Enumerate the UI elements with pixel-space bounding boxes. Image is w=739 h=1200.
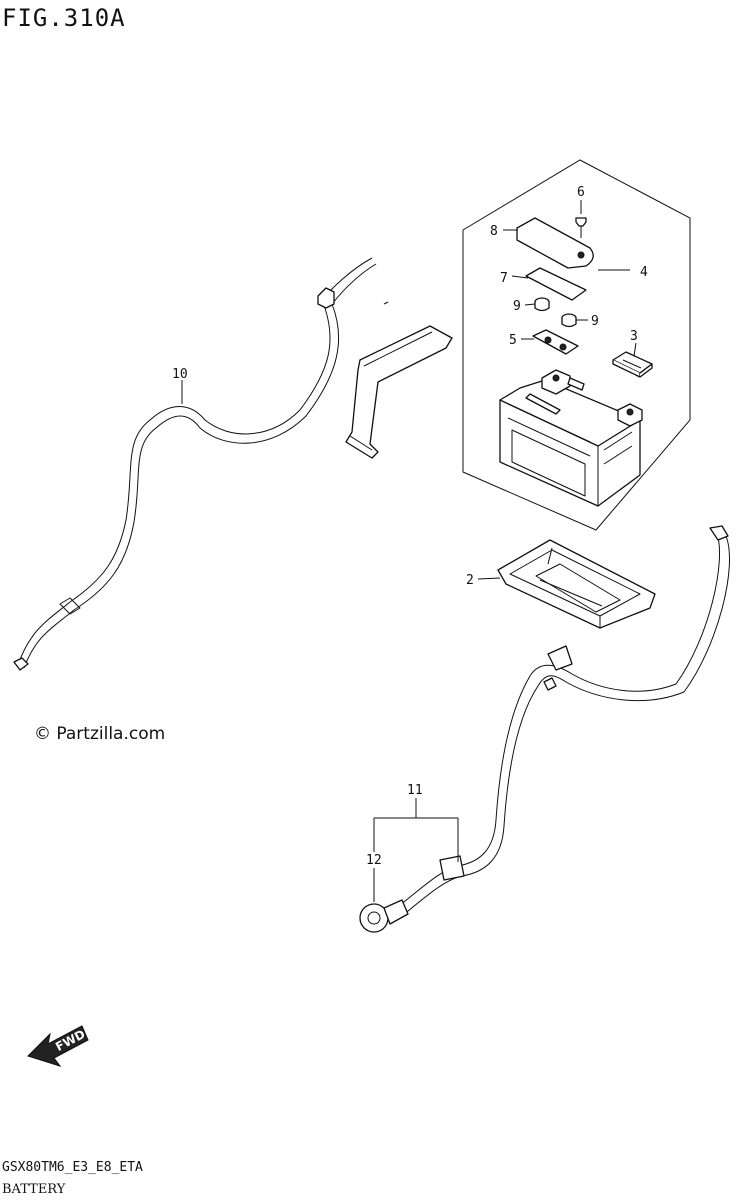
callout-9a: 9	[513, 299, 521, 314]
callout-11: 11	[407, 783, 423, 798]
part-pad[interactable]	[525, 267, 587, 301]
model-code: GSX80TM6_E3_E8_ETA	[2, 1160, 143, 1175]
callout-12: 12	[366, 853, 382, 868]
callout-5: 5	[509, 333, 517, 348]
fwd-arrow-icon: FWD	[27, 1025, 89, 1067]
part-bolt-9b[interactable]	[561, 313, 577, 328]
figure-title: FIG.310A	[2, 4, 126, 32]
battery-assembly-outline	[462, 159, 691, 531]
part-battery[interactable]	[499, 369, 643, 507]
part-screw-6[interactable]	[575, 217, 587, 238]
part-bolt-9a[interactable]	[534, 297, 550, 312]
part-battery-band[interactable]	[345, 301, 453, 459]
part-label-3[interactable]	[612, 351, 653, 378]
part-battery-tray[interactable]	[497, 539, 656, 629]
part-terminal-cover[interactable]	[516, 217, 594, 269]
callout-2: 2	[466, 573, 474, 588]
part-cable-11[interactable]	[359, 525, 730, 933]
callout-7: 7	[500, 271, 508, 286]
leader-lines	[181, 200, 637, 902]
fwd-label: FWD	[53, 1027, 87, 1054]
part-terminal-plate[interactable]	[532, 329, 579, 355]
watermark: © Partzilla.com	[34, 724, 166, 744]
callout-9b: 9	[591, 314, 599, 329]
callout-4: 4	[640, 265, 648, 280]
callout-3: 3	[630, 329, 638, 344]
callout-8: 8	[490, 224, 498, 239]
section-name: BATTERY	[2, 1182, 66, 1197]
part-cable-10[interactable]	[13, 257, 377, 671]
callout-6: 6	[577, 185, 585, 200]
callout-10: 10	[172, 367, 188, 382]
